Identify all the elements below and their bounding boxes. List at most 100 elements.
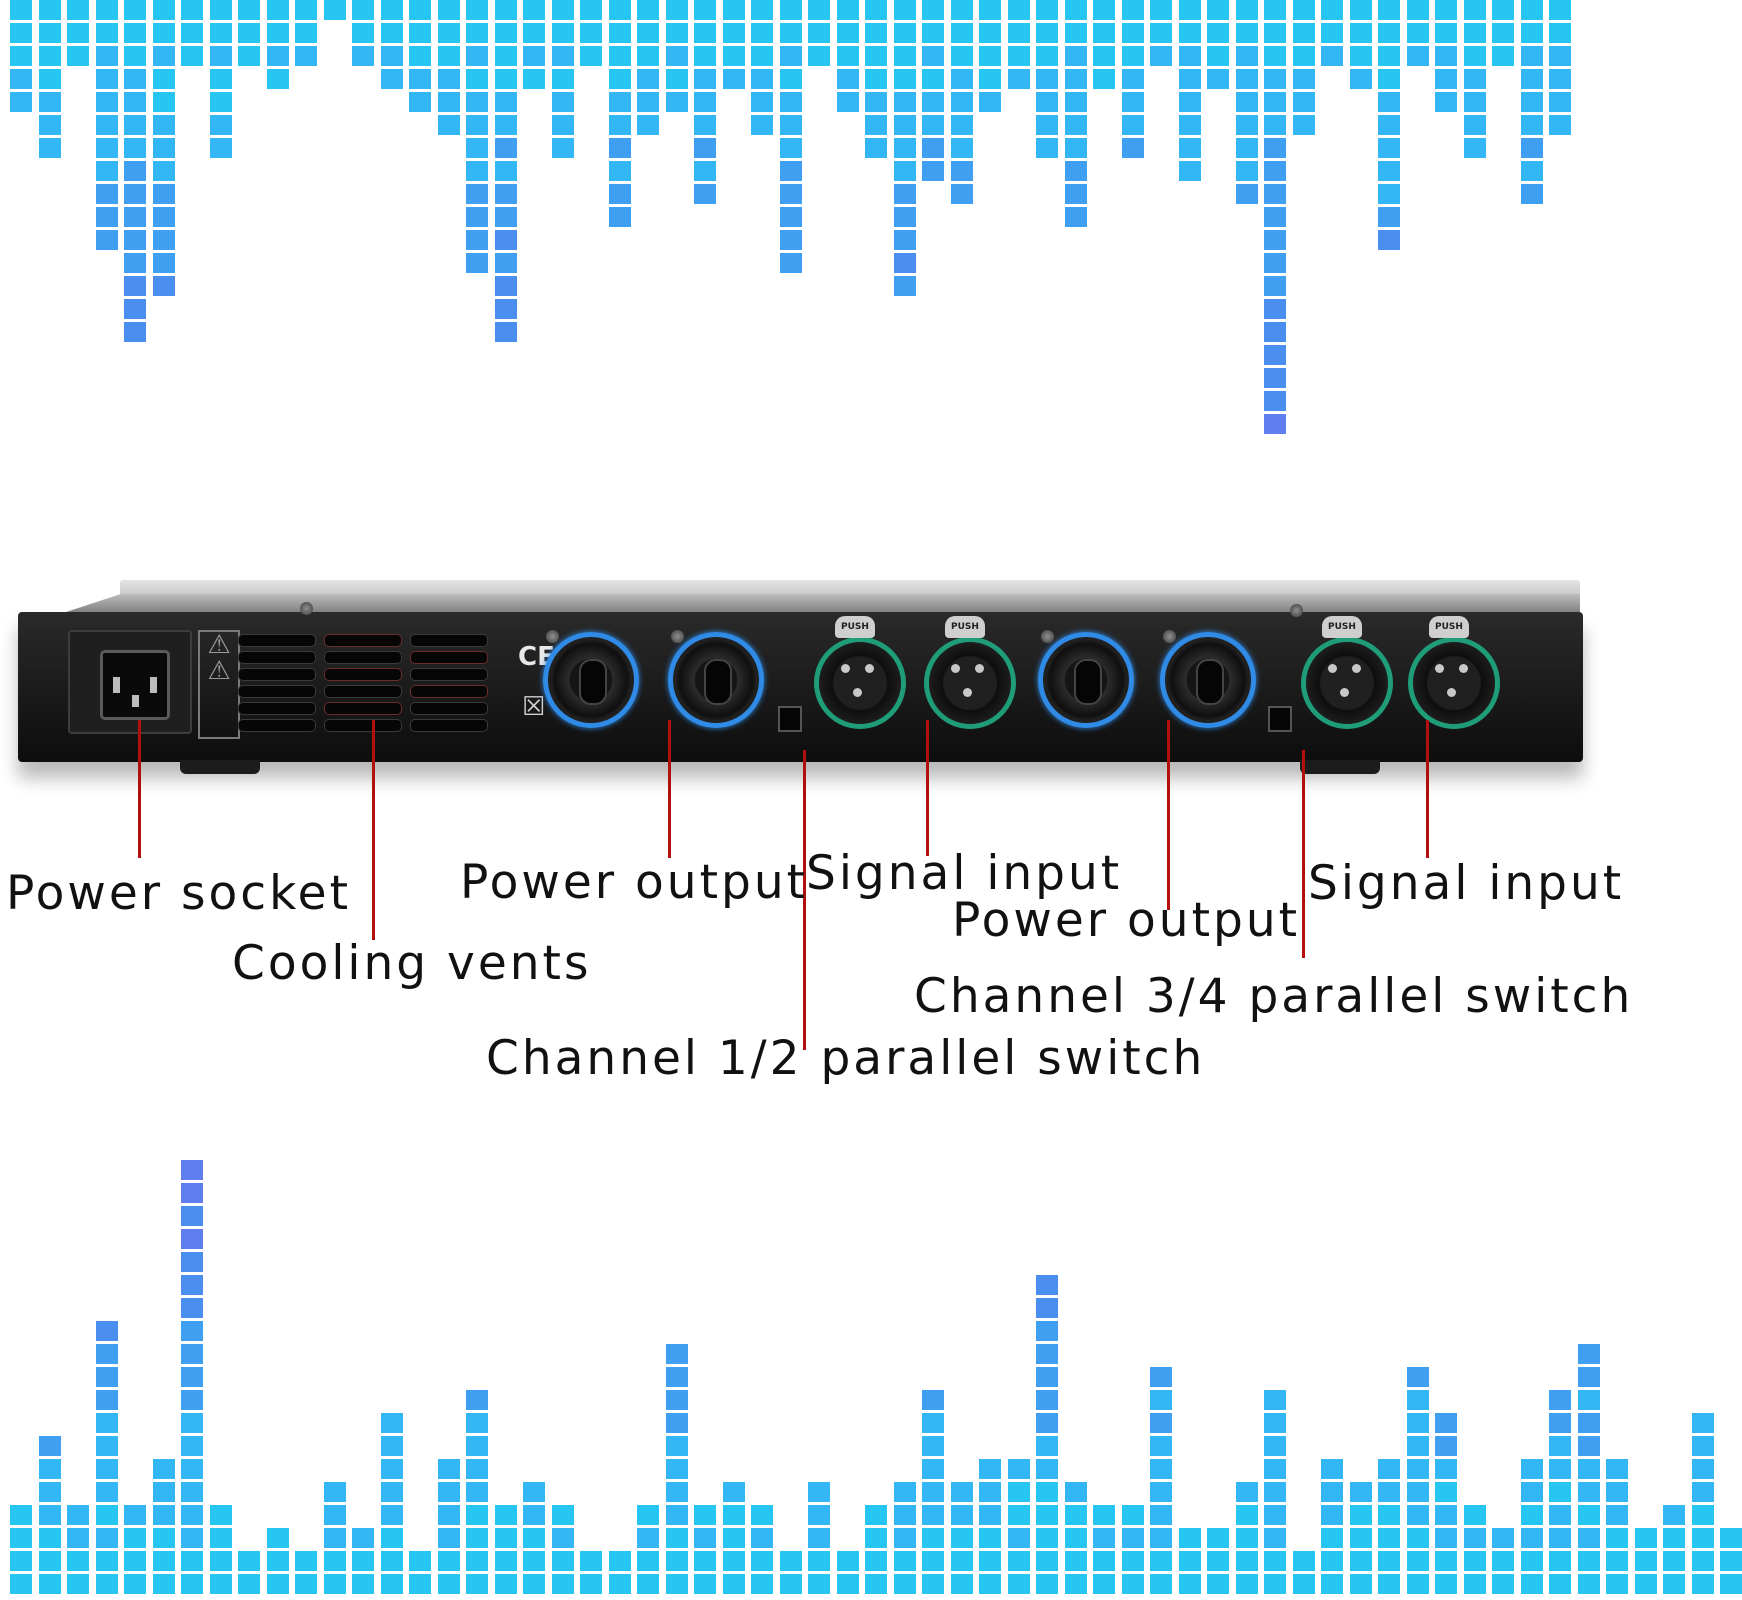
eq-block <box>1406 1482 1429 1502</box>
eq-block <box>352 0 374 20</box>
eq-block <box>808 1482 830 1502</box>
eq-block <box>1691 1459 1714 1479</box>
eq-block <box>466 253 488 273</box>
eq-block <box>893 115 916 135</box>
eq-block <box>181 1160 203 1180</box>
eq-block <box>323 1574 346 1594</box>
eq-block <box>950 1551 973 1571</box>
eq-block <box>1663 1528 1685 1548</box>
callout-line-power-output-2 <box>1167 720 1170 910</box>
eq-block <box>466 207 488 227</box>
eq-block <box>466 138 488 158</box>
eq-block <box>1577 1459 1600 1479</box>
eq-block <box>722 23 745 43</box>
eq-block <box>1235 184 1258 204</box>
eq-block <box>152 138 175 158</box>
eq-block <box>865 1551 887 1571</box>
eq-block <box>181 1551 203 1571</box>
eq-block <box>979 1551 1001 1571</box>
eq-block <box>1691 1505 1714 1525</box>
eq-block <box>209 0 232 20</box>
eq-block <box>1663 1574 1685 1594</box>
label-channel-12-switch: Channel 1/2 parallel switch <box>486 1031 1206 1086</box>
eq-block <box>1150 1413 1172 1433</box>
eq-block <box>1121 92 1144 112</box>
eq-block <box>1520 161 1543 181</box>
eq-block <box>1577 1344 1600 1364</box>
eq-block <box>637 23 659 43</box>
eq-block <box>1264 0 1286 20</box>
eq-block <box>1093 46 1115 66</box>
eq-block <box>1121 46 1144 66</box>
eq-block <box>779 161 802 181</box>
eq-block <box>1606 1528 1628 1548</box>
eq-block <box>1406 23 1429 43</box>
eq-block <box>1121 1574 1144 1594</box>
eq-block <box>1121 23 1144 43</box>
power-socket-icon <box>68 630 192 734</box>
eq-block <box>1321 1551 1343 1571</box>
eq-block <box>323 1528 346 1548</box>
eq-block <box>1549 1551 1571 1571</box>
eq-block <box>1235 0 1258 20</box>
eq-block <box>152 1482 175 1502</box>
eq-block <box>152 1505 175 1525</box>
cooling-vent-slot <box>238 651 316 664</box>
xlr-pin <box>841 664 850 673</box>
speakon-connector-icon <box>1160 632 1256 728</box>
eq-block <box>1150 1528 1172 1548</box>
eq-block <box>1577 1367 1600 1387</box>
eq-block <box>1036 115 1058 135</box>
eq-block <box>751 46 773 66</box>
eq-block <box>209 1551 232 1571</box>
eq-block <box>608 115 631 135</box>
eq-block <box>67 1505 89 1525</box>
eq-block <box>1036 1390 1058 1410</box>
eq-block <box>1264 23 1286 43</box>
eq-block <box>494 161 517 181</box>
cooling-vent-slot <box>410 702 488 715</box>
eq-block <box>979 92 1001 112</box>
eq-block <box>1549 92 1571 112</box>
eq-block <box>694 1528 716 1548</box>
eq-block <box>1406 1574 1429 1594</box>
eq-block <box>865 0 887 20</box>
eq-block <box>1036 1413 1058 1433</box>
eq-block <box>1264 1574 1286 1594</box>
eq-block <box>67 23 89 43</box>
eq-block <box>1064 161 1087 181</box>
cooling-vent-slot <box>238 719 316 732</box>
eq-block <box>1549 1459 1571 1479</box>
eq-block <box>1178 23 1201 43</box>
eq-block <box>124 322 146 342</box>
equalizer-graphic-top <box>0 0 1600 480</box>
top-cover <box>60 594 1580 614</box>
eq-block <box>751 1528 773 1548</box>
eq-block <box>95 0 118 20</box>
eq-block <box>1007 1551 1030 1571</box>
eq-block <box>1349 1551 1372 1571</box>
eq-block <box>893 138 916 158</box>
eq-block <box>1435 1459 1457 1479</box>
eq-block <box>979 23 1001 43</box>
eq-block <box>152 115 175 135</box>
eq-block <box>124 1528 146 1548</box>
eq-block <box>1292 115 1315 135</box>
eq-block <box>1520 1551 1543 1571</box>
eq-block <box>38 1528 61 1548</box>
eq-block <box>1292 69 1315 89</box>
eq-block <box>1150 46 1172 66</box>
eq-block <box>523 1551 545 1571</box>
eq-block <box>1064 0 1087 20</box>
eq-block <box>124 46 146 66</box>
eq-block <box>1549 1390 1571 1410</box>
eq-block <box>1549 1482 1571 1502</box>
callout-line-channel-12-switch <box>803 750 806 1050</box>
xlr-pin <box>951 664 960 673</box>
eq-block <box>1150 1505 1172 1525</box>
eq-block <box>1349 1574 1372 1594</box>
cooling-vent-slot <box>410 719 488 732</box>
eq-block <box>551 92 574 112</box>
eq-block <box>722 46 745 66</box>
eq-block <box>551 138 574 158</box>
